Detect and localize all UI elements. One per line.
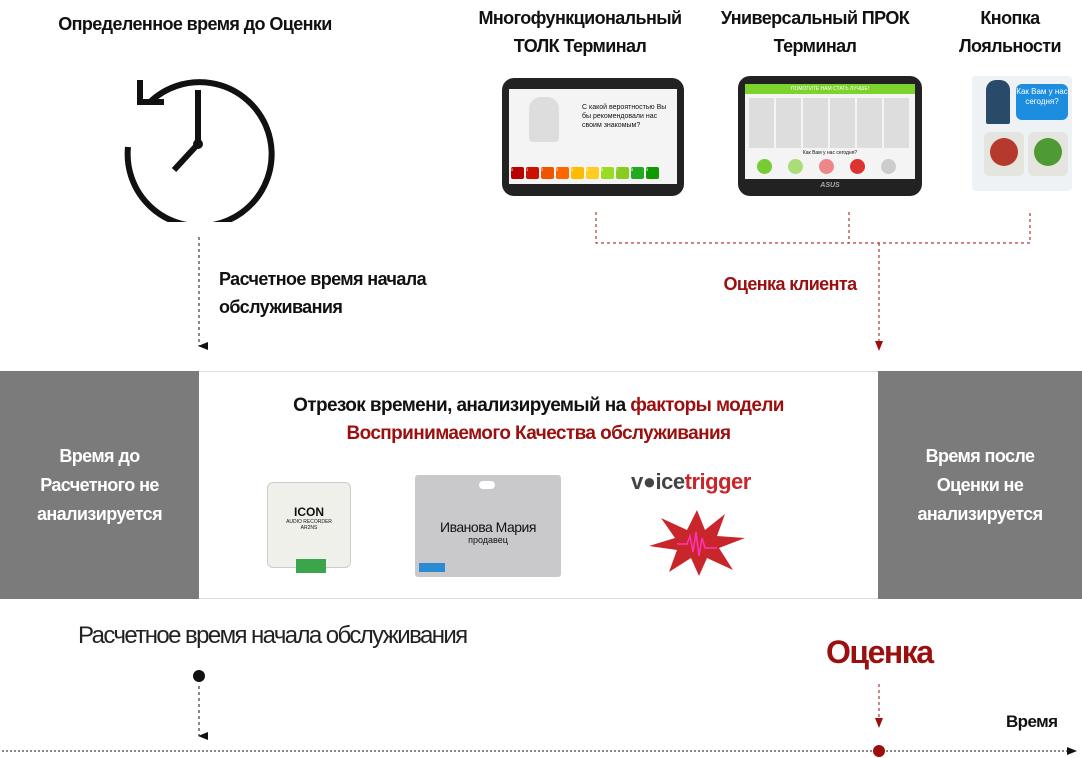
nps-scale: 0 1 2 3 4 5 6 7 8 9 10: [511, 167, 661, 179]
recorder-model: AUDIO RECORDER: [286, 519, 332, 525]
smiley-good-icon: [788, 159, 803, 174]
tolk-terminal-image: С какой вероятностью Вы бы рекомендовали…: [502, 78, 684, 196]
badge-slot: [479, 481, 495, 489]
recorder-code: AR2NS: [300, 525, 318, 531]
nps-3: 3: [556, 167, 569, 179]
title-line: Лояльности: [959, 36, 1062, 56]
button-title: Кнопка Лояльности: [950, 4, 1070, 60]
badge-name: Иванова Мария: [440, 519, 536, 535]
timeline-start-label: Расчетное время начала обслуживания: [78, 622, 468, 649]
analyzed-title: Отрезок времени, анализируемый на фактор…: [199, 392, 878, 448]
prok-terminal-image: ПОМОГИТЕ НАМ СТАТЬ ЛУЧШЕ! Как Вам у нас …: [738, 76, 922, 196]
band-analyzed: Отрезок времени, анализируемый на фактор…: [199, 371, 878, 599]
nps-7: 7: [616, 167, 629, 179]
title-line: Терминал: [773, 36, 857, 56]
logo-part: v: [631, 469, 643, 494]
nps-0: 0: [511, 167, 524, 179]
title-line: Многофункциональный: [478, 8, 683, 28]
logo-part: ice: [655, 469, 686, 494]
band-line: анализируется: [917, 503, 1043, 524]
time-axis-label: Время: [1006, 712, 1058, 731]
badge-role: продавец: [468, 535, 508, 545]
logo-part: trigger: [684, 469, 752, 494]
nps-5: 5: [586, 167, 599, 179]
recorder-brand: ICON: [294, 505, 324, 519]
smiley-great-icon: [757, 159, 772, 174]
terminal1-question: С какой вероятностью Вы бы рекомендовали…: [582, 104, 667, 129]
terminal-block: [296, 559, 326, 573]
title-part: Воспринимаемого Качества обслуживания: [346, 423, 731, 444]
staff-grid: [749, 98, 911, 148]
smiley-bad-icon: [819, 159, 834, 174]
nps-9: 9: [646, 167, 659, 179]
voicetrigger-logo: v●icetrigger: [631, 469, 752, 494]
clock-history-icon: [124, 79, 275, 222]
nps-1: 1: [526, 167, 539, 179]
title-line: Универсальный ПРОК: [720, 8, 910, 28]
smiley-buttons: [757, 159, 896, 174]
consultant-figure: [986, 80, 1010, 124]
sound-burst-icon: [649, 510, 745, 576]
asus-logo: ASUS: [820, 182, 840, 189]
start-dot: [193, 670, 205, 682]
clock-title: Определенное время до Оценки: [58, 14, 332, 34]
timeline-rating-label: Оценка: [826, 634, 934, 670]
microphone-icon: [881, 159, 896, 174]
badge-logo: [419, 563, 445, 572]
band-line: Оценки не: [936, 474, 1024, 495]
person-photo: [529, 97, 559, 142]
terminal1-title: Многофункциональный ТОЛК Терминал: [460, 4, 700, 60]
title-part: Отрезок времени, анализируемый на: [293, 395, 631, 416]
band-line: анализируется: [36, 503, 163, 524]
button-question: Как Вам у нас сегодня?: [1016, 84, 1068, 120]
nps-6: 6: [601, 167, 614, 179]
name-badge-image: Иванова Мария продавец: [415, 475, 561, 577]
sad-button-icon: [990, 138, 1018, 166]
rating-dot: [873, 745, 885, 757]
title-line: Кнопка: [980, 8, 1040, 28]
audio-recorder-image: ICON AUDIO RECORDER AR2NS: [267, 482, 351, 573]
title-line: ТОЛК Терминал: [513, 36, 647, 56]
loyalty-button-image: Как Вам у нас сегодня?: [972, 76, 1072, 191]
band-line: Время после: [925, 445, 1035, 466]
terminal2-banner: ПОМОГИТЕ НАМ СТАТЬ ЛУЧШЕ!: [745, 84, 915, 94]
label-line: Расчетное время начала: [219, 269, 427, 289]
terminal2-title: Универсальный ПРОК Терминал: [715, 4, 915, 60]
calc-start-label: Расчетное время начала обслуживания: [219, 265, 427, 321]
terminal2-question: Как Вам у нас сегодня?: [802, 150, 858, 156]
band-line: Расчетного не: [40, 474, 159, 495]
label-line: обслуживания: [219, 297, 343, 317]
band-before: Время до Расчетного не анализируется: [0, 371, 199, 599]
nps-8: 8: [631, 167, 644, 179]
nps-2: 2: [541, 167, 554, 179]
client-rating-label: Оценка клиента: [723, 274, 857, 294]
nps-4: 4: [571, 167, 584, 179]
smiley-awful-icon: [850, 159, 865, 174]
happy-button-icon: [1034, 138, 1062, 166]
band-line: Время до: [59, 445, 140, 466]
title-highlight: факторы модели: [630, 395, 784, 416]
rating-bracket: [595, 212, 1031, 244]
